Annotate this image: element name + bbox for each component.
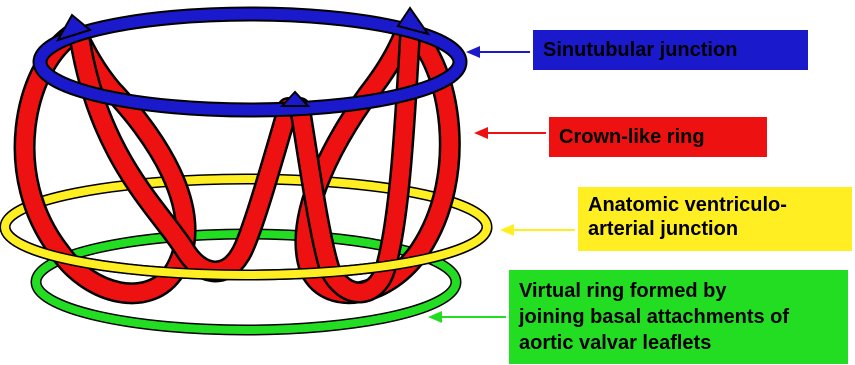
crown-like-ring-label: Crown-like ring	[549, 117, 767, 157]
sinutubular-junction-label: Sinutubular junction	[533, 30, 808, 70]
arrow-crown	[474, 127, 546, 139]
ventriculo-arterial-junction-text-line1: Anatomic ventriculo-	[588, 193, 842, 217]
crown-like-ring-text: Crown-like ring	[559, 125, 757, 149]
ventriculo-arterial-junction-label: Anatomic ventriculo- arterial junction	[578, 187, 852, 251]
arrow-stj	[466, 46, 530, 58]
arrow-vaj	[500, 224, 575, 236]
virtual-ring-text-line2: joining basal attachments of	[519, 304, 838, 330]
sinutubular-junction-text: Sinutubular junction	[543, 38, 798, 62]
virtual-ring-label: Virtual ring formed by joining basal att…	[509, 270, 848, 364]
virtual-ring-text-line1: Virtual ring formed by	[519, 278, 838, 304]
arrow-virtual	[428, 311, 506, 323]
virtual-ring-text-line3: aortic valvar leaflets	[519, 330, 838, 356]
ventriculo-arterial-junction-text-line2: arterial junction	[588, 217, 842, 241]
